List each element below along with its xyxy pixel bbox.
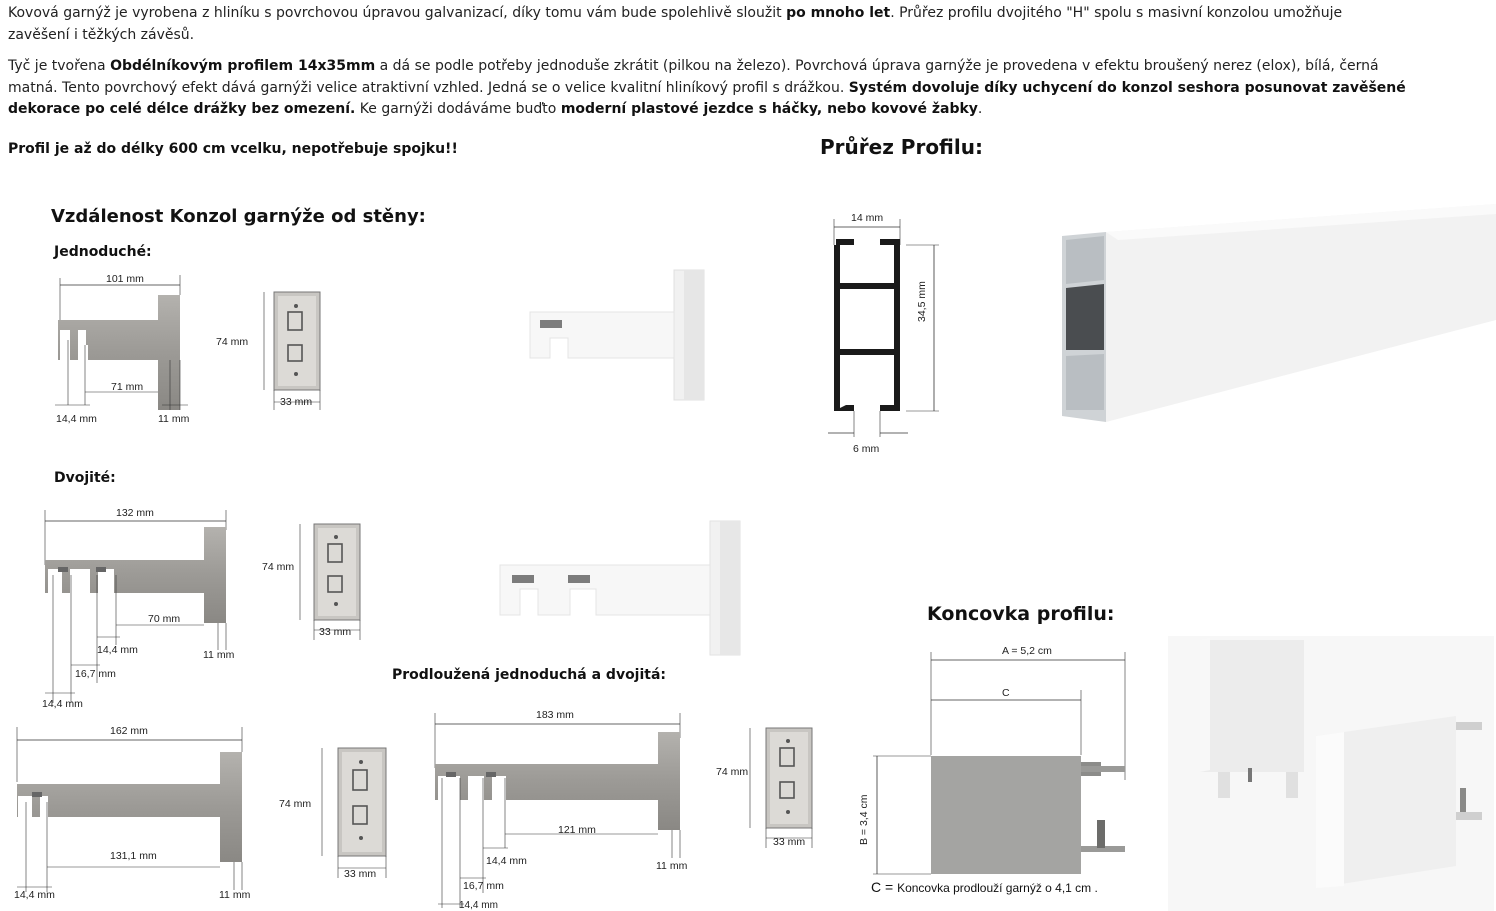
intro-paragraph-1: Kovová garnýž je vyrobena z hliníku s po… <box>8 3 1408 46</box>
profile-gap-label: 6 mm <box>853 443 880 455</box>
single-plate-height-label: 74 mm <box>216 336 249 348</box>
ext-double-mid-label: 121 mm <box>558 824 596 836</box>
extended-heading: Prodloužená jednoduchá a dvojitá: <box>392 667 667 683</box>
intro-text: Ke garnýži dodáváme buďto <box>355 101 561 117</box>
endcap-note-text: Koncovka prodlouží garnýž o 4,1 cm . <box>897 881 1098 895</box>
double-plate-height-label: 74 mm <box>262 561 295 573</box>
single-left-label: 14,4 mm <box>56 413 97 425</box>
profile-height-label: 34,5 mm <box>916 281 928 322</box>
extended-double-bracket-diagram <box>434 713 681 908</box>
endcap-a-label: A = 5,2 cm <box>1002 645 1052 657</box>
ext-double-right-label: 11 mm <box>656 860 688 872</box>
intro-paragraph-2: Tyč je tvořena Obdélníkovým profilem 14x… <box>8 56 1418 121</box>
intro-text: Tyč je tvořena <box>8 58 111 74</box>
double-c-label: 14,4 mm <box>42 698 83 710</box>
double-right-label: 11 mm <box>203 649 235 661</box>
extended-double-wall-plate <box>749 727 813 848</box>
endcap-image <box>1168 636 1494 911</box>
extended-single-bracket-diagram <box>16 727 243 892</box>
intro-paragraph-3: Profil je až do délky 600 cm vcelku, nep… <box>8 139 458 161</box>
intro-emphasis: po mnoho let <box>786 5 891 21</box>
intro-emphasis: Systém dovoluje díky uchycení do konzol … <box>8 79 1406 118</box>
profile-cross-section-diagram <box>828 219 939 437</box>
endcap-c-label: C <box>1002 687 1010 699</box>
intro-text: Kovová garnýž je vyrobena z hliníku s po… <box>8 5 787 21</box>
endcap-note: C = Koncovka prodlouží garnýž o 4,1 cm . <box>871 879 1098 895</box>
single-heading: Jednoduché: <box>54 244 152 260</box>
double-wall-plate <box>299 523 361 640</box>
profile-rail-image <box>1062 204 1496 422</box>
double-mid-label: 70 mm <box>148 613 181 625</box>
endcap-note-c: C = <box>871 879 898 895</box>
ext-double-c-label: 14,4 mm <box>459 900 498 911</box>
double-b-label: 16,7 mm <box>75 668 116 680</box>
ext-single-plate-width-label: 33 mm <box>344 868 377 880</box>
profile-heading: Průřez Profilu: <box>820 135 983 159</box>
single-plate-width-label: 33 mm <box>280 396 313 408</box>
intro-emphasis: Profil je až do délky 600 cm vcelku, nep… <box>8 141 458 157</box>
distance-heading: Vzdálenost Konzol garnýže od stěny: <box>51 206 426 227</box>
double-bracket-diagram <box>44 510 227 703</box>
double-white-bracket-image <box>499 520 741 656</box>
ext-double-plate-width-label: 33 mm <box>773 836 806 848</box>
intro-text: a dá se podle potřeby jednoduše zkrátit … <box>8 58 1379 96</box>
intro-emphasis: moderní plastové jezdce s háčky, nebo ko… <box>560 101 978 117</box>
extended-single-wall-plate <box>321 747 387 878</box>
profile-width-label: 14 mm <box>851 212 884 224</box>
single-length-label: 101 mm <box>106 273 144 285</box>
ext-double-b-label: 16,7 mm <box>463 880 504 892</box>
single-wall-plate <box>263 291 321 410</box>
ext-double-plate-height-label: 74 mm <box>716 766 749 778</box>
ext-double-length-label: 183 mm <box>536 709 574 721</box>
double-a-label: 14,4 mm <box>97 644 138 656</box>
single-bracket-diagram <box>55 275 188 410</box>
endcap-diagram <box>873 652 1126 875</box>
ext-double-a-label: 14,4 mm <box>486 855 527 867</box>
ext-single-left-label: 14,4 mm <box>14 889 55 901</box>
double-heading: Dvojité: <box>54 470 116 486</box>
ext-single-right-label: 11 mm <box>219 889 251 901</box>
double-plate-width-label: 33 mm <box>319 626 352 638</box>
ext-single-mid-label: 131,1 mm <box>110 850 157 862</box>
intro-text: . <box>977 101 983 117</box>
single-right-label: 11 mm <box>158 413 190 425</box>
ext-single-plate-height-label: 74 mm <box>279 798 312 810</box>
single-mid-label: 71 mm <box>111 381 144 393</box>
single-white-bracket-image <box>529 269 705 401</box>
double-length-label: 132 mm <box>116 507 154 519</box>
intro-emphasis: Obdélníkovým profilem 14x35mm <box>110 58 376 74</box>
ext-single-length-label: 162 mm <box>110 725 148 737</box>
endcap-heading: Koncovka profilu: <box>927 603 1115 625</box>
endcap-b-label: B = 3,4 cm <box>858 794 870 845</box>
intro-text: . Průřez profilu dvojitého "H" spolu s m… <box>8 5 1343 43</box>
